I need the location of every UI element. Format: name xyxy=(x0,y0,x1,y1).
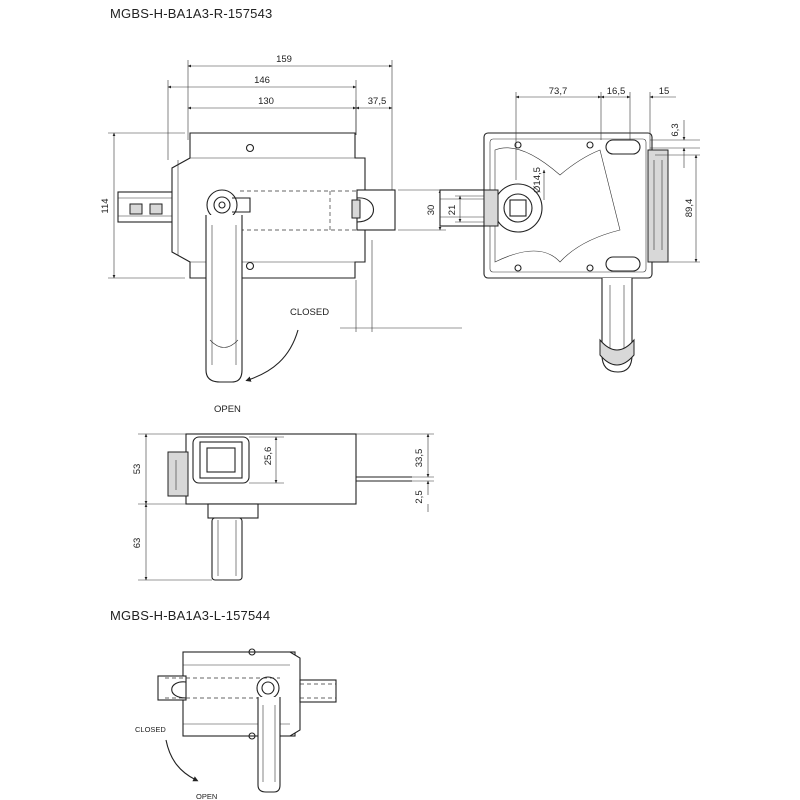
dim-159: 159 xyxy=(276,54,292,65)
dim-21: 21 xyxy=(447,205,458,216)
label-open: OPEN xyxy=(214,404,241,415)
dim-53: 53 xyxy=(132,464,143,475)
dim-30: 30 xyxy=(426,205,437,216)
dim-33-5: 33,5 xyxy=(414,449,425,468)
title-left-version: MGBS-H-BA1A3-L-157544 xyxy=(110,608,271,623)
dim-73-7: 73,7 xyxy=(549,86,568,97)
front-view-left: CLOSED OPEN xyxy=(135,648,337,800)
dim-25-6: 25,6 xyxy=(263,447,274,466)
title-right-version: MGBS-H-BA1A3-R-157543 xyxy=(110,6,273,21)
front-view-right: 159 146 130 37,5 114 30 CLOSED OPEN xyxy=(100,54,462,415)
dim-16-5: 16,5 xyxy=(607,86,626,97)
dim-89-4: 89,4 xyxy=(684,199,695,218)
dim-6-3: 6,3 xyxy=(670,123,681,136)
dim-15: 15 xyxy=(659,86,670,97)
label-open-left: OPEN xyxy=(196,792,217,800)
back-view: 73,7 16,5 15 6,3 89,4 21 Ø14,5 xyxy=(439,86,700,373)
dim-37-5: 37,5 xyxy=(368,96,387,107)
dim-130: 130 xyxy=(258,96,274,107)
dim-114: 114 xyxy=(100,198,111,213)
label-closed: CLOSED xyxy=(290,307,329,318)
dim-63: 63 xyxy=(132,538,143,549)
dim-146: 146 xyxy=(254,75,270,86)
dim-diameter-14-5: Ø14,5 xyxy=(532,167,543,193)
side-view: 53 63 25,6 33,5 2,5 xyxy=(132,433,434,581)
label-closed-left: CLOSED xyxy=(135,725,166,734)
dim-2-5: 2,5 xyxy=(414,490,425,503)
